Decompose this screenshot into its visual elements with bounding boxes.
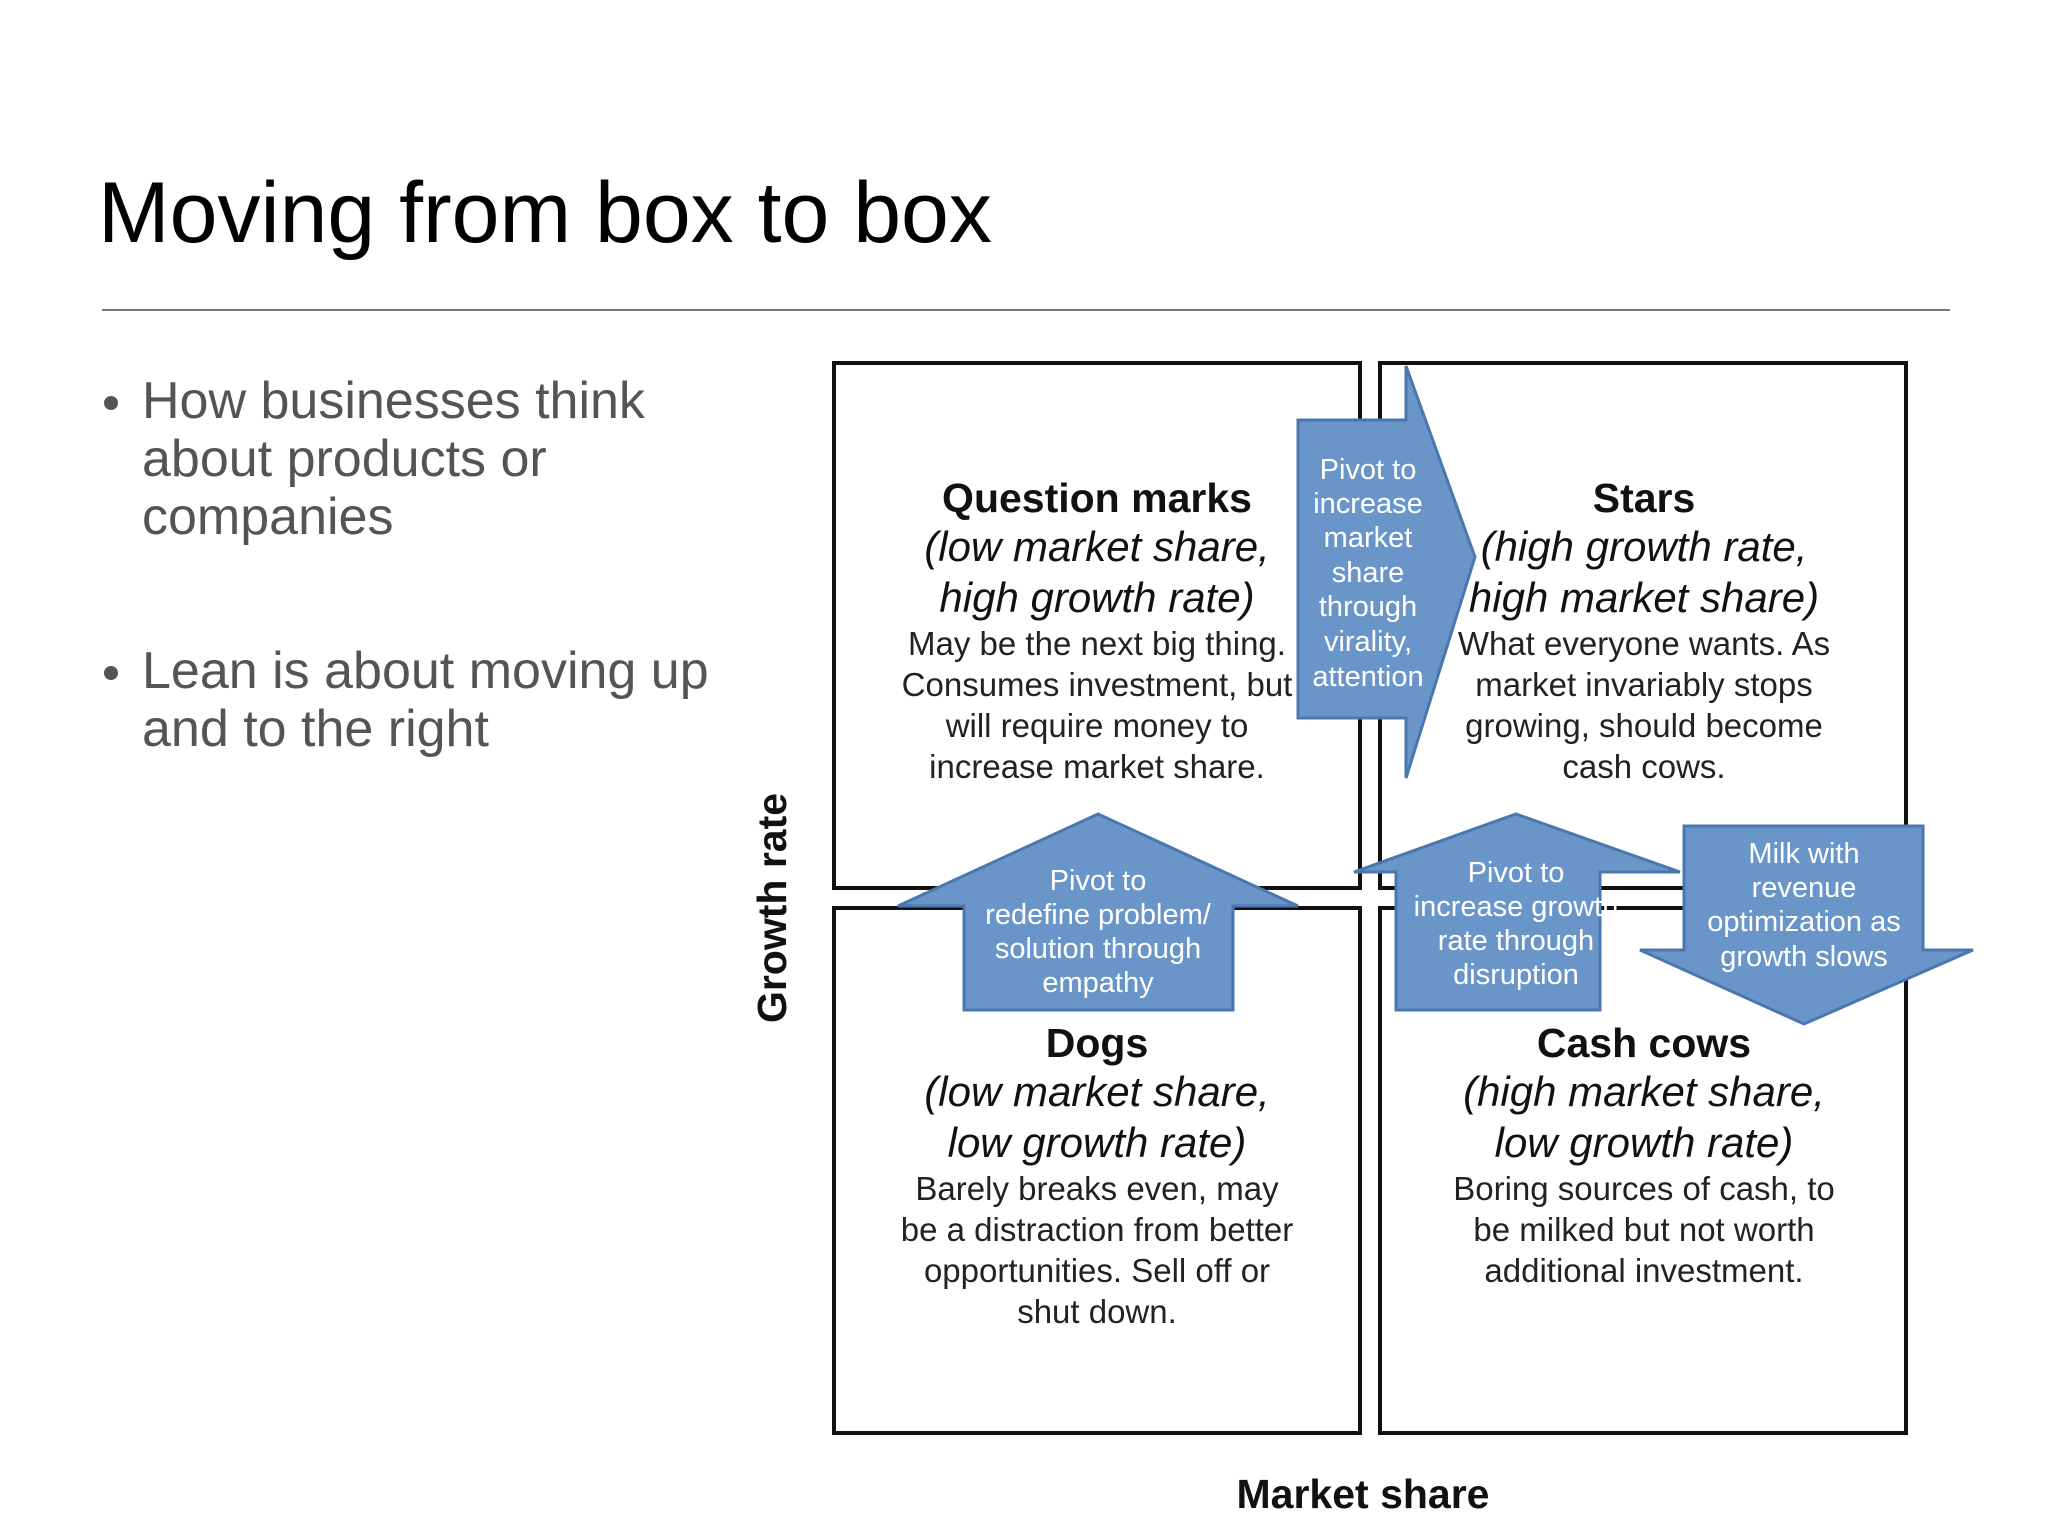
quadrant-title: Dogs [1046,1020,1149,1066]
arrow-label-line: empathy [1042,967,1154,999]
arrow-label-line: Milk with [1748,838,1859,870]
bullet-item: Lean is about moving up and to the right [100,642,720,758]
arrow-label-line: solution through [995,933,1201,965]
arrow-label-line: redefine problem/ [985,899,1212,931]
arrow-label-line: increase [1313,488,1423,520]
quadrant-body-line: What everyone wants. As [1458,625,1830,662]
bullet-item: How businesses think about products or c… [100,372,720,546]
arrow-label-line: growth slows [1720,941,1888,973]
quadrant-body-line: cash cows. [1562,748,1725,785]
quadrant-subtitle-line: high growth rate) [939,574,1254,621]
quadrant-box-stars [1378,361,1908,890]
arrow-label-line: share [1332,557,1405,589]
quadrant-body-line: increase market share. [929,748,1265,785]
quadrant-stars: Stars (high growth rate, high market sha… [1458,475,1830,785]
x-axis-label: Market share [1237,1471,1490,1517]
arrow-virality: Pivot to increase market share through v… [1296,365,1477,779]
title-divider [102,309,1950,311]
quadrant-body-line: opportunities. Sell off or [924,1252,1270,1289]
quadrant-subtitle-line: (high market share, [1463,1068,1825,1115]
quadrant-body-line: Boring sources of cash, to [1453,1170,1835,1207]
quadrant-body-line: shut down. [1017,1293,1177,1330]
arrow-label-line: optimization as [1707,906,1900,938]
quadrant-body-line: be milked but not worth [1473,1211,1814,1248]
bullet-dot-icon [104,396,118,410]
arrow-empathy: Pivot to redefine problem/ solution thro… [897,812,1299,1012]
quadrant-subtitle-line: (low market share, [924,523,1269,570]
bullet-text: Lean is about moving up and to the right [142,642,709,758]
quadrant-box-question-marks [832,361,1362,890]
quadrant-body-line: growing, should become [1465,707,1823,744]
y-axis-label: Growth rate [749,793,795,1023]
arrow-label-line: through [1319,591,1417,623]
arrow-label-line: revenue [1752,872,1857,904]
arrow-label-line: rate through [1438,925,1594,957]
quadrant-subtitle-line: high market share) [1469,574,1819,621]
quadrant-subtitle-line: (high growth rate, [1481,523,1808,570]
quadrant-body-line: be a distraction from better [901,1211,1294,1248]
quadrant-title: Question marks [942,475,1252,521]
bullet-dot-icon [104,666,118,680]
arrow-up-shape [897,812,1299,1012]
arrow-up-shape [1353,812,1681,1012]
quadrant-subtitle-line: low growth rate) [948,1119,1247,1166]
quadrant-body-line: Consumes investment, but [902,666,1293,703]
quadrant-body-line: Barely breaks even, may [915,1170,1279,1207]
arrow-right-shape [1296,365,1477,779]
quadrant-title: Cash cows [1537,1020,1751,1066]
arrow-label-line: attention [1312,661,1423,693]
arrow-label-line: market [1324,522,1413,554]
arrow-label-line: Pivot to [1320,454,1417,486]
quadrant-body-line: market invariably stops [1475,666,1812,703]
quadrant-dogs: Dogs (low market share, low growth rate)… [901,1020,1294,1330]
arrow-label-line: increase growth [1414,891,1619,923]
arrow-disruption: Pivot to increase growth rate through di… [1353,812,1681,1012]
quadrant-body-line: May be the next big thing. [908,625,1286,662]
arrow-milk: Milk with revenue optimization as growth… [1639,824,1974,1026]
arrow-down-shape [1639,824,1974,1026]
quadrant-subtitle-line: low growth rate) [1495,1119,1794,1166]
quadrant-cash-cows: Cash cows (high market share, low growth… [1453,1020,1835,1289]
arrow-label-line: disruption [1453,959,1579,991]
quadrant-body-line: will require money to [945,707,1249,744]
bullet-list: How businesses think about products or c… [100,372,720,854]
arrow-label-line: virality, [1324,626,1412,658]
slide-title: Moving from box to box [98,165,992,261]
quadrant-question-marks: Question marks (low market share, high g… [902,475,1293,785]
bullet-text: How businesses think about products or c… [142,372,645,546]
quadrant-subtitle-line: (low market share, [924,1068,1269,1115]
arrow-label-line: Pivot to [1050,865,1147,897]
arrow-label-line: Pivot to [1468,857,1565,889]
quadrant-title: Stars [1593,475,1696,521]
quadrant-body-line: additional investment. [1484,1252,1803,1289]
